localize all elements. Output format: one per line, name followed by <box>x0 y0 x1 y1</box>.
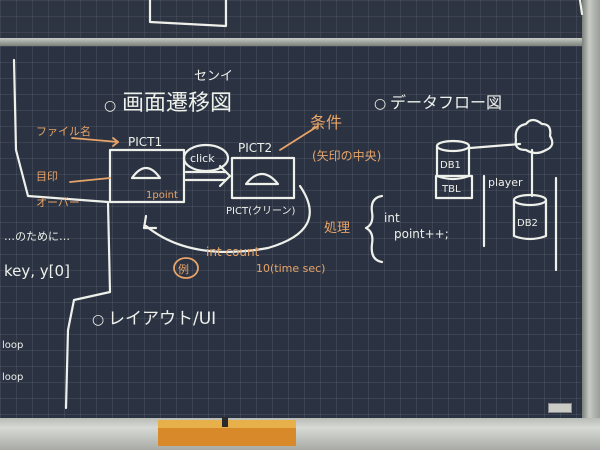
transition-arrowhead <box>218 164 232 188</box>
dataflow-bullet: ○ <box>374 96 386 112</box>
chalk-tray <box>0 418 600 450</box>
condition-detail: (矢印の中央) <box>312 148 381 163</box>
tbl-box <box>434 174 474 200</box>
db2-cylinder <box>512 198 548 241</box>
left-note-4: loop <box>2 372 23 383</box>
pict1-side-note-2: オーバー <box>36 196 80 209</box>
pict1-side-note-1: 目印 <box>36 170 58 183</box>
db2-top <box>512 193 548 207</box>
click-bubble <box>182 143 230 173</box>
player-cloud-icon <box>514 118 554 155</box>
upper-right-mark <box>578 0 584 16</box>
left-boundary-line <box>12 58 112 410</box>
processing-var-2: point++; <box>394 227 449 241</box>
pict2-box <box>230 156 296 200</box>
pict1-point-label: 1point <box>146 190 178 201</box>
pict2-below-label: PICT(クリーン) <box>226 205 295 217</box>
layout-label: レイアウト/UI <box>108 309 216 329</box>
pict1-side-arrow <box>69 177 111 183</box>
dataflow-table: TBL <box>441 184 461 195</box>
dataflow-player: player <box>488 176 523 189</box>
pict1-filename-arrow <box>71 137 119 143</box>
pict1-character-icon <box>130 166 162 180</box>
condition-label: 条件 <box>310 113 342 132</box>
blackboard-upper-panel <box>0 0 588 40</box>
title-bullet: ○ <box>104 98 116 114</box>
processing-brace <box>364 194 384 264</box>
left-note-3: loop <box>2 340 23 351</box>
layout-bullet: ○ <box>92 312 104 328</box>
processing-var-1: int <box>384 211 400 225</box>
return-arrowhead <box>142 214 158 230</box>
example-code-1: int count <box>206 245 260 259</box>
pict2-click-label: click <box>190 152 215 165</box>
dataflow-db1: DB1 <box>440 160 461 171</box>
pict1-filename-note: ファイル名 <box>36 124 91 138</box>
pict1-filename-arrowhead <box>112 137 119 147</box>
board-label-plate <box>548 403 572 413</box>
db1-top <box>435 139 471 153</box>
return-arrow-curve <box>144 184 311 253</box>
db1-player-line <box>468 142 522 150</box>
example-tag: 例 <box>178 262 189 276</box>
board-right-frame <box>582 0 600 450</box>
pict2-character-icon <box>244 172 280 186</box>
upper-box-sketch <box>148 0 228 28</box>
title-main: 画面遷移図 <box>122 91 232 116</box>
left-note-2: key, y[0] <box>4 262 70 280</box>
pict2-label: PICT2 <box>238 141 272 155</box>
dataflow-db2: DB2 <box>517 218 538 229</box>
pict1-label: PICT1 <box>128 135 162 149</box>
transition-arrow <box>184 170 228 182</box>
example-code-2: 10(time sec) <box>256 262 325 275</box>
left-note-1: …のために… <box>4 230 70 243</box>
eraser-handle <box>222 417 228 427</box>
title-reading: センイ <box>194 69 233 84</box>
condition-arrow <box>279 125 319 151</box>
dataflow-title: データフロー図 <box>390 93 502 112</box>
example-circle <box>173 257 199 279</box>
processing-label: 処理 <box>324 221 350 236</box>
board-frame-rail <box>0 38 600 48</box>
pict1-box <box>108 148 186 204</box>
